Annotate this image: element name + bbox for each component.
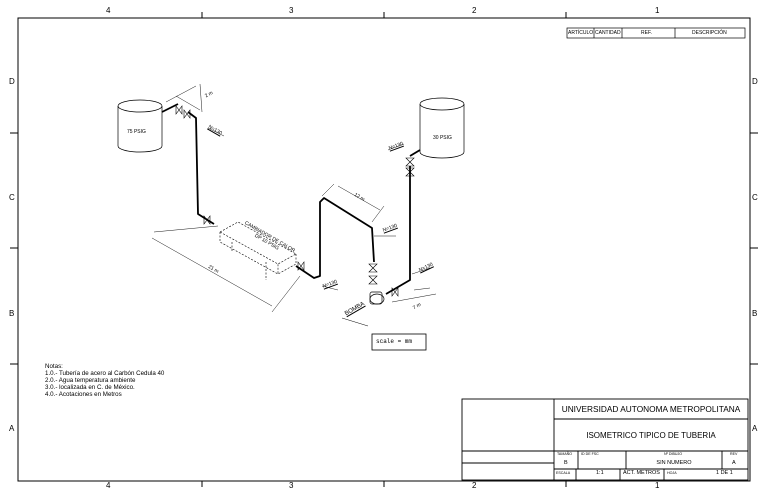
dwg-label: Nº DIBUJO <box>664 452 683 456</box>
zone-col-1-top: 1 <box>655 6 660 15</box>
zone-col-4-bottom: 4 <box>106 481 111 490</box>
pump-label-underline <box>341 317 369 327</box>
tank-75-psig <box>117 99 163 153</box>
parts-header-ref: REF. <box>641 30 652 36</box>
zone-row-a-right: A <box>752 424 758 433</box>
note-line-3: 3.0.- localizada en C. de México. <box>45 384 135 391</box>
zone-col-3-top: 3 <box>289 6 294 15</box>
zone-row-c-left: C <box>9 193 15 202</box>
zone-ticks <box>10 12 758 487</box>
dwg-number: SIN NUMERO <box>656 460 692 466</box>
parts-list-frame <box>566 27 746 39</box>
tank-left-label: 75 PSIG <box>127 129 146 135</box>
zone-col-4-top: 4 <box>106 6 111 15</box>
note-line-1: 1.0.- Tubería de acero al Carbón Cedula … <box>45 370 165 377</box>
scale-box-text: scale = mm <box>376 338 413 345</box>
code-label: ID DE FSC <box>581 452 599 456</box>
parts-header-article: ARTÍCULO <box>568 30 594 36</box>
note-line-2: 2.0.- Agua temperatura ambiente <box>45 377 136 384</box>
institution-name: UNIVERSIDAD AUTONOMA METROPOLITANA <box>561 404 741 414</box>
zone-row-d-right: D <box>752 77 758 86</box>
rev-value: A <box>732 460 736 466</box>
note-line-4: 4.0.- Acotaciones en Metros <box>45 391 122 398</box>
rev-label: REV <box>730 452 738 456</box>
zone-col-2-top: 2 <box>472 6 477 15</box>
parts-header-quantity: CANTIDAD <box>595 30 621 36</box>
tank-right-label: 30 PSIG <box>433 135 452 141</box>
tank-30-psig <box>419 97 465 159</box>
zone-row-b-right: B <box>752 309 758 318</box>
zone-col-1-bottom: 1 <box>655 481 660 490</box>
parts-header-description: DESCRIPCIÓN <box>692 30 727 36</box>
zone-row-d-left: D <box>9 77 15 86</box>
units-value: ACT. METROS <box>623 470 660 476</box>
scale-label: ESCALA <box>556 471 571 475</box>
drawing-title: ISOMETRICO TIPICO DE TUBERIA <box>586 431 716 440</box>
notes-block: Notas: 1.0.- Tubería de acero al Carbón … <box>45 363 164 398</box>
valves <box>175 105 415 297</box>
flag-leaders <box>207 127 431 291</box>
scale-box-frame <box>371 333 427 351</box>
zone-col-2-bottom: 2 <box>472 481 477 490</box>
pump <box>369 291 385 305</box>
title-block-frame <box>461 398 749 481</box>
zone-row-a-left: A <box>9 424 15 433</box>
zone-row-c-right: C <box>752 193 758 202</box>
heat-exchanger <box>219 221 297 280</box>
size-value: B <box>564 460 568 466</box>
scale-value: 1:1 <box>596 470 604 476</box>
sheet-label: HOJA <box>667 471 677 475</box>
sheet-value: 1 DE 1 <box>716 470 733 476</box>
dimension-lines <box>151 83 437 313</box>
size-label: TAMAÑO <box>557 452 573 456</box>
zone-row-b-left: B <box>9 309 15 318</box>
zone-col-3-bottom: 3 <box>289 481 294 490</box>
notes-title: Notas: <box>45 363 63 370</box>
